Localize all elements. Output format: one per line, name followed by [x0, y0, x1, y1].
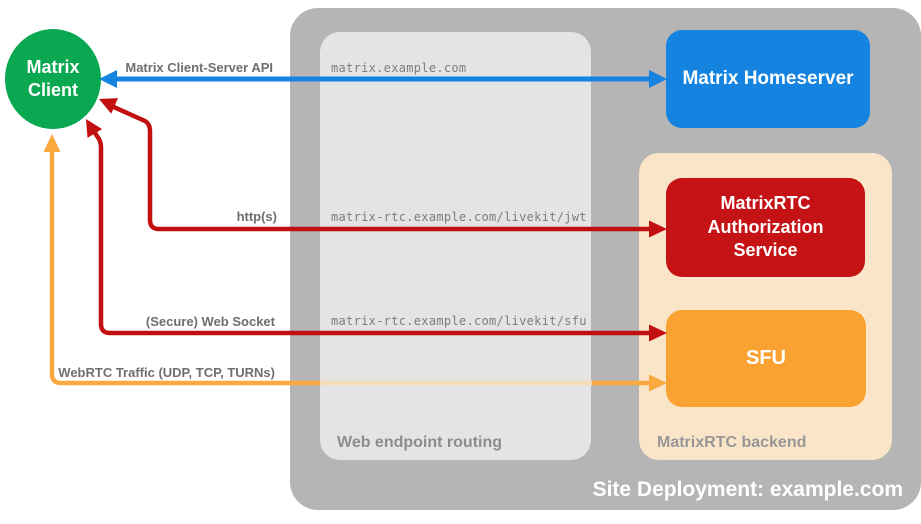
site-deployment-container: Matrix Homeserver matrix.example.com mat… — [290, 8, 921, 510]
site-deployment-title: Site Deployment: example.com — [592, 478, 903, 501]
sfu-node: SFU — [666, 310, 866, 407]
endpoint-livekit-jwt: matrix-rtc.example.com/livekit/jwt — [331, 210, 587, 224]
matrixrtc-authorization-service-node: MatrixRTC Authorization Service — [666, 178, 865, 277]
sfu-label: SFU — [746, 347, 786, 369]
matrix-homeserver-label: Matrix Homeserver — [682, 68, 854, 89]
client-server-api-label: Matrix Client-Server API — [125, 60, 273, 75]
endpoint-matrix: matrix.example.com — [331, 61, 467, 75]
matrix-client-node: Matrix Client — [5, 29, 101, 129]
web-endpoint-routing-label: Web endpoint routing — [337, 434, 503, 451]
matrixrtc-authorization-service-label: MatrixRTC Authorization Service — [707, 193, 824, 261]
https-label: http(s) — [236, 209, 277, 224]
matrixrtc-backend-box: MatrixRTC Authorization Service SFU Matr… — [639, 153, 892, 460]
websocket-label: (Secure) Web Socket — [145, 314, 275, 329]
endpoint-livekit-sfu: matrix-rtc.example.com/livekit/sfu — [331, 314, 587, 328]
webrtc-traffic-label: WebRTC Traffic (UDP, TCP, TURNs) — [58, 365, 275, 380]
matrix-homeserver-node: Matrix Homeserver — [666, 30, 870, 128]
matrixrtc-backend-label: MatrixRTC backend — [657, 434, 807, 451]
web-endpoint-routing-box: matrix.example.com matrix-rtc.example.co… — [320, 32, 591, 460]
